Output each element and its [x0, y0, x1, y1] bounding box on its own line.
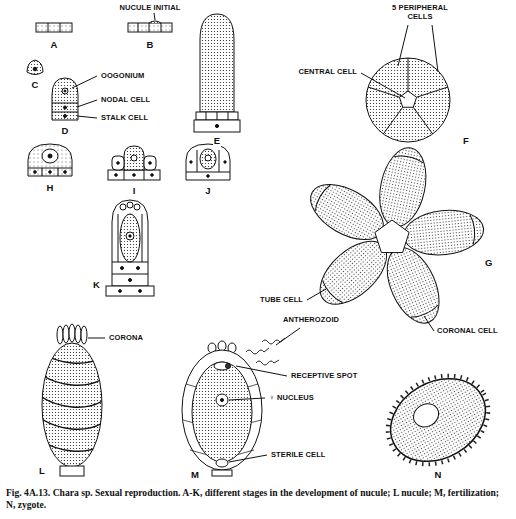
- panel-letter: J: [204, 186, 211, 197]
- part-label: CORONAL CELL: [436, 327, 499, 336]
- panel-letter: K: [92, 280, 101, 291]
- panel-letter: M: [190, 470, 200, 481]
- panel-letter: E: [213, 136, 221, 147]
- panel-letter: L: [38, 466, 46, 477]
- part-label: STALK CELL: [100, 114, 149, 123]
- part-label: OOGONIUM: [100, 72, 145, 81]
- part-label: STERILE CELL: [270, 451, 327, 460]
- part-label: RECEPTIVE SPOT: [290, 372, 358, 381]
- panel-letter: I: [132, 186, 137, 197]
- panel-letter: D: [61, 126, 70, 137]
- part-label: 5 PERIPHERAL CELLS: [388, 4, 452, 21]
- part-label: NODAL CELL: [100, 96, 151, 105]
- part-label: CENTRAL CELL: [297, 68, 358, 77]
- panel-letter: H: [46, 183, 55, 194]
- part-label: ♀ NUCLEUS: [268, 394, 315, 403]
- panel-letter: C: [31, 80, 40, 91]
- part-label: NUCULE INITIAL: [119, 4, 182, 13]
- figure-caption: Fig. 4A.13. Chara sp. Sexual reproductio…: [6, 487, 510, 510]
- panel-letter: B: [146, 40, 155, 51]
- part-label: CORONA: [108, 334, 144, 343]
- part-label: ANTHEROZOID: [282, 316, 340, 325]
- panel-letter: F: [462, 136, 470, 147]
- panel-letter: A: [50, 40, 59, 51]
- panel-letter: N: [434, 470, 443, 481]
- part-label: TUBE CELL: [259, 296, 304, 305]
- panel-letter: G: [484, 258, 493, 269]
